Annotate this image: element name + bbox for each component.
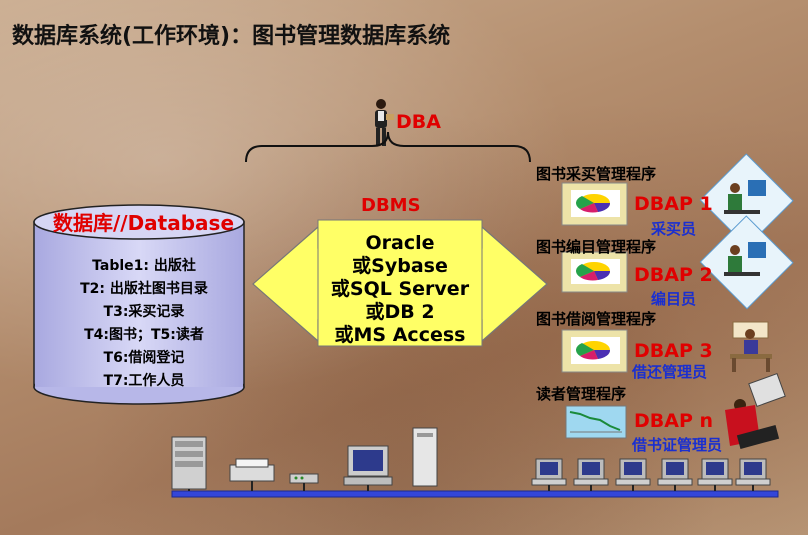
chart-monitor-icon-2 [561,251,628,293]
dba-label: DBA [396,111,441,133]
app-program-label-2: 图书编目管理程序 [536,238,657,256]
office-worker-icon [730,321,772,372]
dbms-product: 或Sybase [352,255,448,277]
terminal-icon-5 [697,458,733,491]
dbms-product: Oracle [365,232,435,254]
server-icon [171,436,207,491]
app-name-1: DBAP 1 [634,193,713,215]
dbms-product: 或DB 2 [365,301,435,323]
app-role-2: 编目员 [651,290,697,308]
terminal-icon-1 [531,458,567,491]
app-program-label-4: 读者管理程序 [536,385,627,403]
terminal-icon-6 [735,458,771,491]
terminal-icon-4 [657,458,693,491]
printer-icon [229,458,275,491]
workstation-icon [343,427,438,491]
app-program-label-1: 图书采买管理程序 [536,165,657,183]
network-hub-icon [289,473,319,491]
app-name-2: DBAP 2 [634,264,713,286]
app-program-label-3: 图书借阅管理程序 [536,310,657,328]
dba-person-icon [375,99,394,146]
dba-brace [245,131,531,163]
page-title: 数据库系统(工作环境)：图书管理数据库系统 [12,24,451,49]
table-item: Table1: 出版社 [92,258,196,274]
table-item: T3:采买记录 [103,304,185,320]
app-role-4: 借书证管理员 [632,436,723,454]
network-bus [171,490,779,498]
table-item: T2: 出版社图书目录 [80,281,208,297]
dbms-product: 或MS Access [334,324,466,346]
dbms-box [317,219,483,347]
table-item: T4:图书；T5:读者 [84,327,204,343]
app-role-1: 采买员 [651,220,697,238]
desk-worker-icon [725,372,786,449]
computer-user-icon-1 [699,153,794,248]
chart-monitor-icon-3 [561,329,628,373]
terminal-icon-3 [615,458,651,491]
computer-user-icon-2 [699,215,794,310]
database-title: 数据库//Database [52,211,235,235]
app-name-4: DBAP n [634,410,714,432]
app-role-3: 借还管理员 [632,363,708,381]
database-cylinder [33,204,245,405]
dbms-label: DBMS [361,195,421,216]
dbms-product-list: Oracle 或Sybase 或SQL Server 或DB 2 或MS Acc… [300,232,500,347]
table-item: T6:借阅登记 [103,350,185,366]
database-table-list: Table1: 出版社 T2: 出版社图书目录 T3:采买记录 T4:图书；T5… [34,255,254,393]
table-item: T7:工作人员 [103,373,185,389]
app-name-3: DBAP 3 [634,340,713,362]
dbms-product: 或SQL Server [330,278,470,300]
line-chart-monitor-icon [565,405,627,439]
chart-monitor-icon-1 [561,182,628,226]
terminal-icon-2 [573,458,609,491]
